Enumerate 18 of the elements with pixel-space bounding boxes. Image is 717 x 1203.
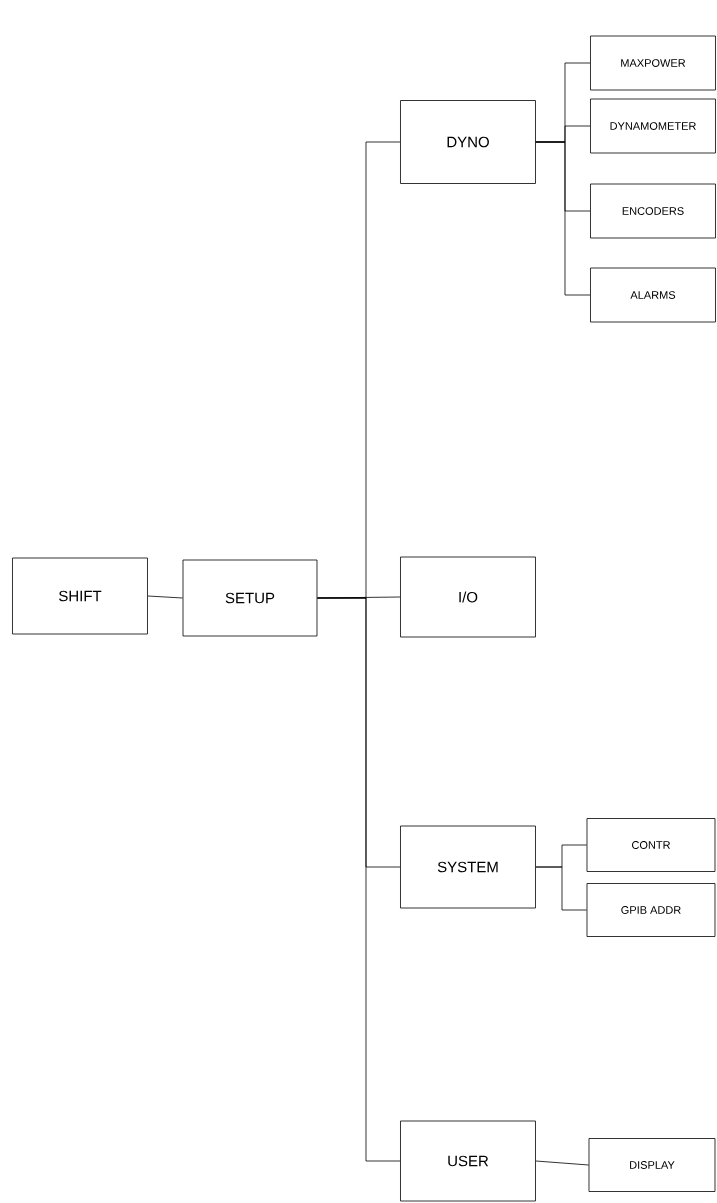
menu-box: MAXPOWER <box>590 35 716 91</box>
menu-box: SETUP <box>182 559 318 637</box>
menu-box: GPIB ADDR <box>586 883 716 937</box>
menu-box: ENCODERS <box>590 183 716 239</box>
connector-line <box>535 1160 589 1166</box>
menu-box: SHIFT <box>12 557 148 635</box>
connector-line <box>535 141 591 296</box>
menu-box: DYNO <box>400 100 536 184</box>
connector-line <box>317 597 401 1162</box>
menu-box: SYSTEM <box>400 825 536 909</box>
menu-box: CONTR <box>586 818 716 872</box>
menu-box: ALARMS <box>590 267 716 323</box>
menu-box: DYNAMOMETER <box>590 98 716 154</box>
connector-line <box>535 866 587 911</box>
menu-box: USER <box>400 1120 536 1202</box>
menu-box: I/O <box>400 556 536 638</box>
menu-box: DISPLAY <box>588 1138 716 1192</box>
connector-line <box>147 595 183 599</box>
